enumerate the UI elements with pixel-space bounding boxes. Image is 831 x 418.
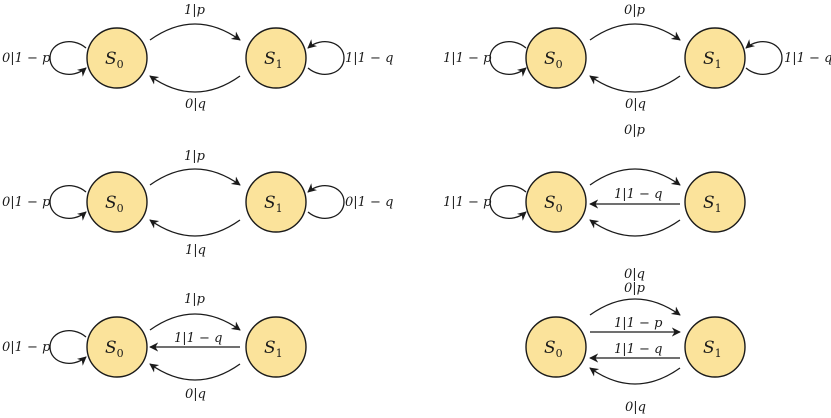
transition-top [589, 23, 681, 41]
loop-right-label: 0|1 − q [345, 195, 393, 210]
state-s1 [684, 27, 746, 89]
top-label: 0|p [624, 281, 646, 296]
transition-top [589, 168, 681, 186]
transition-bottom [589, 367, 681, 385]
state-s1 [245, 27, 307, 89]
self-loop-s1 [307, 39, 345, 75]
diagram-2: S0 S1 0|p 0|q 1|1 − p 1|1 − q [443, 3, 831, 112]
loop-left-label: 1|1 − p [443, 51, 492, 66]
middle-label: 1|1 − q [174, 331, 222, 346]
self-loop-s0 [49, 185, 87, 221]
diagram-4: S0 S1 0|p 1|1 − q 1|1 − p [443, 123, 746, 237]
transition-top [149, 313, 241, 331]
middle-top-label: 1|1 − p [614, 316, 663, 331]
loop-left-label: 0|1 − p [2, 51, 51, 66]
diagram-5: S0 S1 1|p 1|1 − q 0|q 0|1 − p [2, 292, 307, 402]
top-label: 1|p [184, 292, 206, 307]
bottom-label: 0|q [625, 400, 646, 415]
state-s0 [525, 27, 587, 89]
self-loop-s1 [307, 183, 345, 219]
self-loop-s0 [489, 185, 527, 221]
above-label: 0|q [624, 267, 645, 282]
bottom-label: 0|q [185, 97, 206, 112]
bottom-label: 1|q [185, 243, 206, 258]
state-s0 [86, 27, 148, 89]
diagram-6: S0 S1 0|q 0|p 1|1 − p 1|1 − q 0|q [525, 267, 746, 415]
state-s0 [86, 316, 148, 378]
loop-left-label: 1|1 − p [443, 195, 492, 210]
transition-bottom [149, 219, 241, 237]
loop-right-label: 1|1 − q [345, 51, 393, 66]
state-s0 [525, 171, 587, 233]
bottom-label: 0|q [185, 387, 206, 402]
state-s1 [684, 171, 746, 233]
diagram-1: S0 S1 1|p 0|q 0|1 − p 1|1 − q [2, 3, 393, 112]
top-label: 1|p [184, 3, 206, 18]
middle-label: 1|1 − q [614, 187, 662, 202]
loop-left-label: 0|1 − p [2, 340, 51, 355]
top-label: 0|p [624, 123, 646, 138]
top-label: 1|p [184, 149, 206, 164]
self-loop-s0 [49, 41, 87, 77]
state-s0 [525, 316, 587, 378]
diagram-3: S0 S1 1|p 1|q 0|1 − p 0|1 − q [2, 149, 393, 258]
loop-left-label: 0|1 − p [2, 195, 51, 210]
transition-top [589, 298, 681, 316]
state-s1 [245, 316, 307, 378]
self-loop-s0 [49, 330, 87, 366]
transition-top [149, 23, 241, 41]
top-label: 0|p [624, 3, 646, 18]
transition-top [149, 168, 241, 186]
bottom-label: 0|q [625, 97, 646, 112]
transition-bottom [149, 75, 241, 93]
transition-bottom [149, 363, 241, 381]
transition-bottom [589, 219, 681, 237]
transition-bottom [589, 75, 681, 93]
state-s0 [86, 171, 148, 233]
self-loop-s1 [745, 39, 783, 75]
middle-bottom-label: 1|1 − q [614, 342, 662, 357]
state-s1 [684, 316, 746, 378]
self-loop-s0 [489, 41, 527, 77]
state-s1 [245, 171, 307, 233]
loop-right-label: 1|1 − q [784, 51, 831, 66]
